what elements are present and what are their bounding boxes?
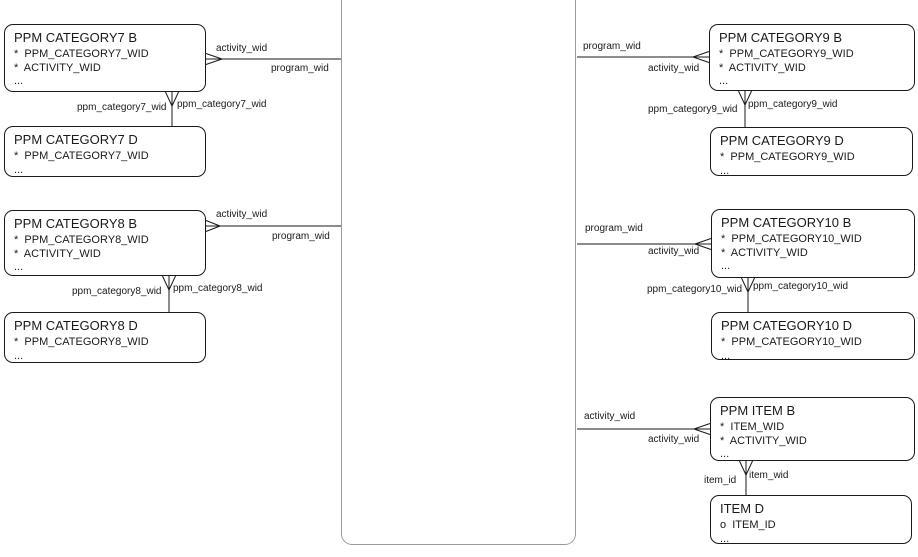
relationship-label-activity-wid: activity_wid: [216, 43, 268, 54]
entity-field-ellipsis: ...: [721, 349, 731, 360]
entity-field-ellipsis: ...: [720, 164, 730, 176]
entity-title: PPM CATEGORY9 D: [720, 133, 844, 148]
entity-ppm-category8-b[interactable]: PPM CATEGORY8 B * PPM_CATEGORY8_WID * AC…: [4, 210, 206, 276]
entity-field: * ACTIVITY_WID: [14, 247, 101, 260]
entity-title: PPM CATEGORY10 B: [721, 215, 852, 230]
entity-field-ellipsis: ...: [14, 75, 24, 87]
entity-field-ellipsis: ...: [721, 260, 731, 272]
relationship-label-item-id: item_id: [704, 475, 737, 486]
entity-field: * PPM_CATEGORY7_WID: [14, 150, 149, 162]
entity-ppm-category10-d[interactable]: PPM CATEGORY10 D * PPM_CATEGORY10_WID ..…: [711, 312, 915, 360]
entity-title: PPM CATEGORY8 D: [14, 318, 138, 333]
relationship-label-activity-wid: activity_wid: [216, 209, 268, 220]
entity-field: * ITEM_WID: [720, 421, 785, 433]
entity-field: * PPM_CATEGORY9_WID: [719, 48, 854, 60]
entity-field: * ACTIVITY_WID: [720, 434, 807, 447]
entity-field-ellipsis: ...: [14, 349, 24, 362]
relationship-label-program-wid: program_wid: [271, 63, 329, 74]
entity-field: * PPM_CATEGORY7_WID: [14, 48, 149, 60]
entity-ppm-category8-d[interactable]: PPM CATEGORY8 D * PPM_CATEGORY8_WID ...: [4, 312, 206, 363]
entity-field: * PPM_CATEGORY10_WID: [721, 336, 862, 348]
entity-field-ellipsis: ...: [14, 261, 24, 273]
entity-ppm-category7-d[interactable]: PPM CATEGORY7 D * PPM_CATEGORY7_WID ...: [4, 126, 206, 177]
entity-title: PPM CATEGORY7 D: [14, 132, 138, 147]
entity-field: * PPM_CATEGORY8_WID: [14, 234, 149, 246]
entity-field: * ACTIVITY_WID: [14, 61, 101, 74]
relationship-central-itemb: [577, 423, 711, 435]
entity-title: PPM CATEGORY8 B: [14, 216, 138, 231]
entity-ppm-item-b[interactable]: PPM ITEM B * ITEM_WID * ACTIVITY_WID ...: [710, 397, 915, 461]
relationship-label-item-wid: item_wid: [749, 470, 789, 481]
relationship-label-activity-wid: activity_wid: [648, 63, 700, 74]
relationship-label-fk: ppm_category8_wid: [173, 283, 263, 294]
relationship-label-fk: ppm_category9_wid: [748, 99, 838, 110]
entity-central-clipped[interactable]: [341, 0, 576, 545]
entity-field: * PPM_CATEGORY10_WID: [721, 233, 862, 245]
entity-title: PPM CATEGORY9 B: [719, 30, 843, 45]
relationship-label-fk: ppm_category7_wid: [77, 102, 167, 113]
relationship-label-fk: ppm_category10_wid: [753, 281, 849, 292]
entity-title: PPM CATEGORY7 B: [14, 30, 138, 45]
entity-field-ellipsis: ...: [14, 163, 24, 176]
relationship-cat8b-central: [205, 220, 341, 232]
entity-field-ellipsis: ...: [720, 448, 730, 460]
relationship-label-program-wid: program_wid: [583, 41, 641, 52]
entity-field: * ACTIVITY_WID: [719, 61, 806, 74]
relationship-label-fk: ppm_category10_wid: [647, 284, 743, 295]
relationship-label-fk: ppm_category9_wid: [648, 104, 738, 115]
relationship-label-fk: ppm_category8_wid: [72, 286, 162, 297]
relationship-label-activity-wid: activity_wid: [648, 246, 700, 257]
entity-field: * PPM_CATEGORY9_WID: [720, 151, 855, 163]
relationship-central-cat9b: [577, 51, 710, 63]
entity-title: ITEM D: [720, 501, 765, 516]
relationship-label-activity-wid: activity_wid: [584, 411, 636, 422]
entity-field-ellipsis: ...: [719, 75, 729, 87]
entity-ppm-category9-d[interactable]: PPM CATEGORY9 D * PPM_CATEGORY9_WID ...: [710, 127, 913, 176]
entity-field: o ITEM_ID: [720, 519, 776, 531]
entity-item-d[interactable]: ITEM D o ITEM_ID ...: [710, 495, 912, 544]
entity-title: PPM CATEGORY10 D: [721, 318, 852, 333]
entity-title: PPM ITEM B: [720, 403, 796, 418]
entity-ppm-category10-b[interactable]: PPM CATEGORY10 B * PPM_CATEGORY10_WID * …: [711, 209, 915, 278]
relationship-label-fk: ppm_category7_wid: [177, 99, 267, 110]
entity-field: * ACTIVITY_WID: [721, 246, 808, 259]
entity-field-ellipsis: ...: [720, 532, 730, 544]
relationship-cat8b-cat8d: [162, 275, 176, 312]
entity-ppm-category9-b[interactable]: PPM CATEGORY9 B * PPM_CATEGORY9_WID * AC…: [709, 24, 915, 91]
relationship-label-program-wid: program_wid: [585, 223, 643, 234]
entity-field: * PPM_CATEGORY8_WID: [14, 336, 149, 348]
relationship-label-activity-wid: activity_wid: [648, 434, 700, 445]
relationship-label-program-wid: program_wid: [272, 231, 330, 242]
entity-ppm-category7-b[interactable]: PPM CATEGORY7 B * PPM_CATEGORY7_WID * AC…: [4, 24, 206, 92]
